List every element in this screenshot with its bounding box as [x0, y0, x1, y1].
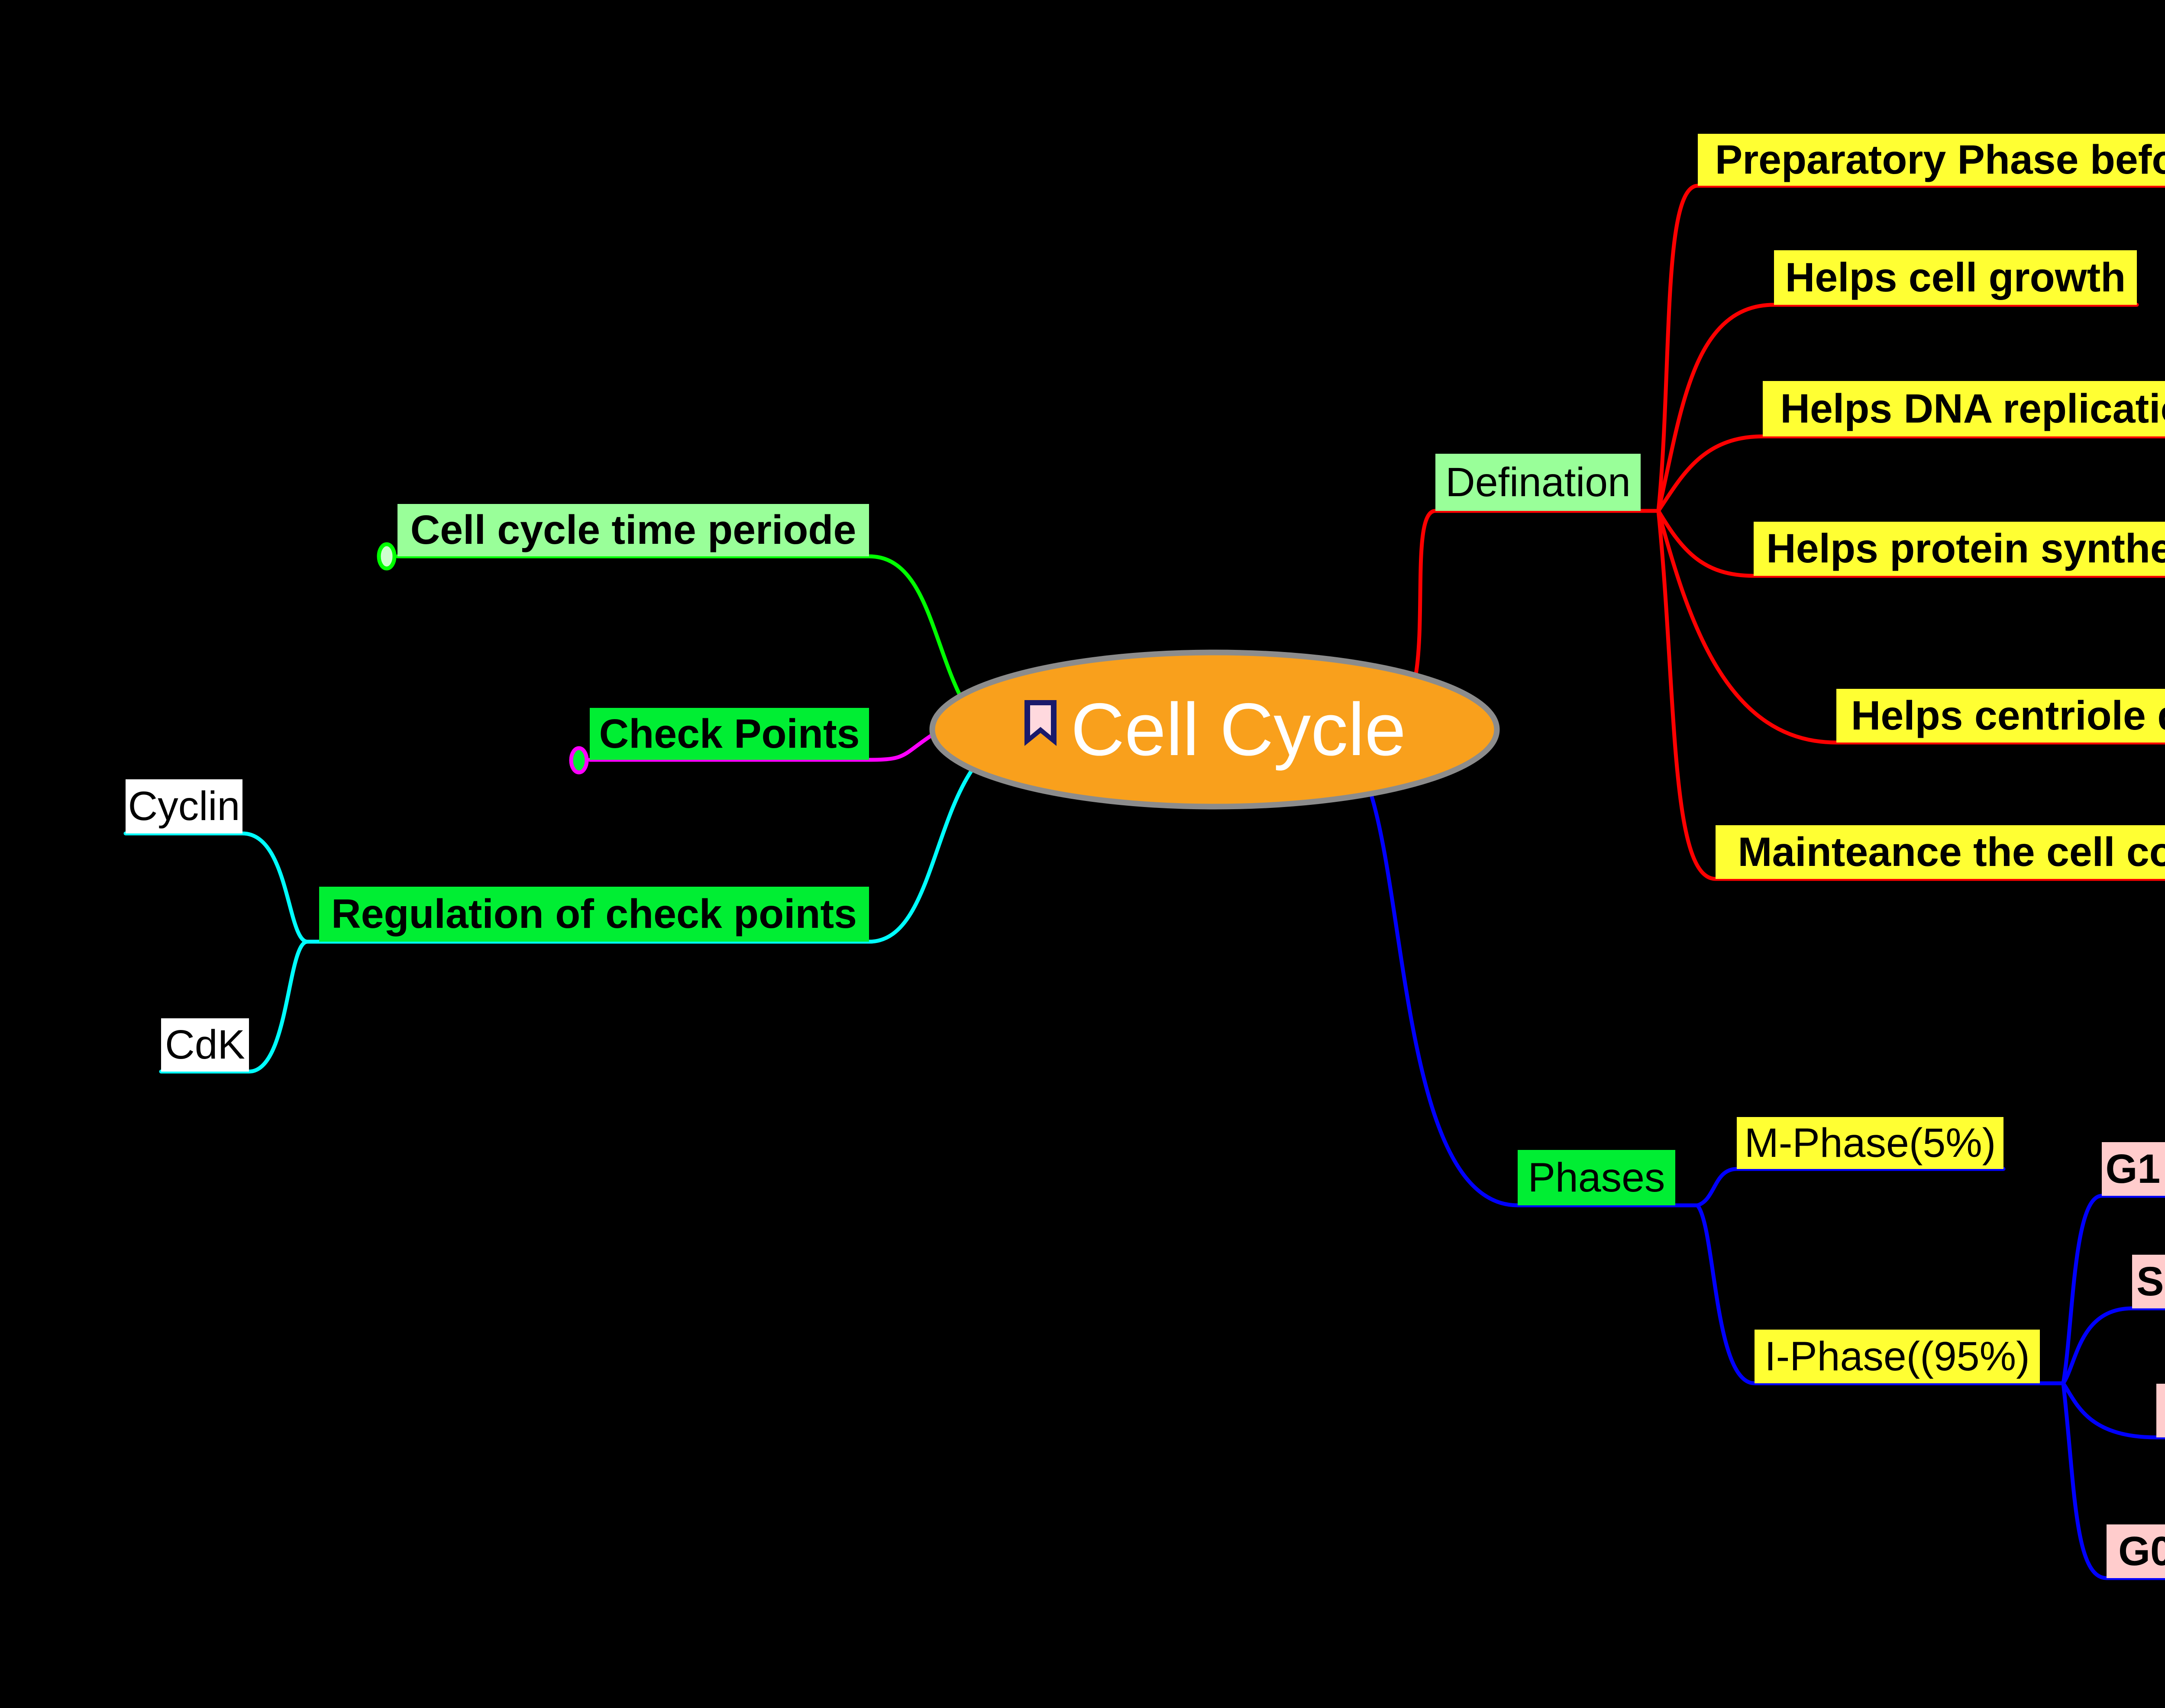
root-label: Cell Cycle — [1070, 688, 1406, 771]
edge-i-phase-to-g1 — [2061, 1194, 2165, 1385]
bookmark-inner — [1030, 705, 1051, 736]
node-check-points[interactable]: Check Points — [590, 708, 869, 760]
node-cell-cycle-time-periode[interactable]: Cell cycle time periode — [397, 504, 869, 556]
edge-defination-to-cell-growth — [1656, 303, 2139, 513]
node-helps-cell-growth[interactable]: Helps cell growth — [1774, 250, 2137, 305]
node-preparatory-phase[interactable]: Preparatory Phase before cell cycle — [1698, 134, 2165, 186]
edge-i-phase-to-g2 — [2061, 1381, 2165, 1440]
node-regulation-of-check-points[interactable]: Regulation of check points — [319, 887, 869, 942]
node-m-phase[interactable]: M-Phase(5%) — [1737, 1117, 2003, 1169]
node-cdk[interactable]: CdK — [161, 1018, 249, 1072]
edge-phases-to-i-phase — [1695, 1203, 2065, 1385]
edge-root-to-check-points — [588, 732, 935, 762]
edge-phases-to-m-phase — [1695, 1167, 2006, 1208]
edge-defination-to-preparatory — [1656, 184, 2165, 513]
node-defination[interactable]: Defination — [1435, 454, 1641, 511]
edge-defination-to-protein-synthesis — [1656, 509, 2165, 578]
fold-indicator-check-points[interactable] — [569, 746, 589, 775]
node-helps-dna-replication[interactable]: Helps DNA replication — [1763, 381, 2165, 436]
edge-defination-to-centriole-division — [1656, 509, 2165, 745]
root-ellipse — [929, 649, 1500, 810]
node-helps-protein-synthesis[interactable]: Helps protein synthesis — [1754, 522, 2165, 576]
edge-defination-to-dna-replication — [1656, 434, 2165, 513]
edge-root-to-defination — [1414, 509, 1661, 676]
edge-i-phase-to-g0 — [2061, 1381, 2165, 1580]
edge-defination-to-mainteance — [1656, 509, 2165, 881]
edge-regulation-to-cdk — [159, 940, 310, 1074]
node-i-phase[interactable]: I-Phase((95%) — [1755, 1330, 2040, 1383]
fold-indicator-time-periode[interactable] — [377, 542, 397, 571]
node-s-phase[interactable]: S Phase — [2132, 1255, 2165, 1308]
node-g2-phase[interactable]: G2 phase — [2156, 1384, 2165, 1437]
node-cyclin[interactable]: Cyclin — [126, 779, 242, 833]
edge-root-to-regulation — [305, 768, 974, 944]
edge-i-phase-to-s — [2061, 1306, 2165, 1385]
node-g1-phase[interactable]: G1 Phase — [2102, 1142, 2165, 1196]
node-helps-centriole-division[interactable]: Helps centriole division — [1836, 689, 2165, 743]
bookmark-icon — [1024, 700, 1057, 746]
root-node-cell-cycle[interactable]: Cell Cycle — [932, 652, 1497, 807]
edge-root-to-time-periode — [395, 554, 963, 700]
edge-regulation-to-cyclin — [123, 831, 310, 944]
node-g0-phase[interactable]: G0 phase — [2107, 1524, 2165, 1578]
node-phases[interactable]: Phases — [1518, 1150, 1675, 1205]
node-mainteance-cell-components[interactable]: Mainteance the cell components]\ — [1716, 825, 2165, 879]
edge-root-to-phases — [1368, 790, 1700, 1208]
